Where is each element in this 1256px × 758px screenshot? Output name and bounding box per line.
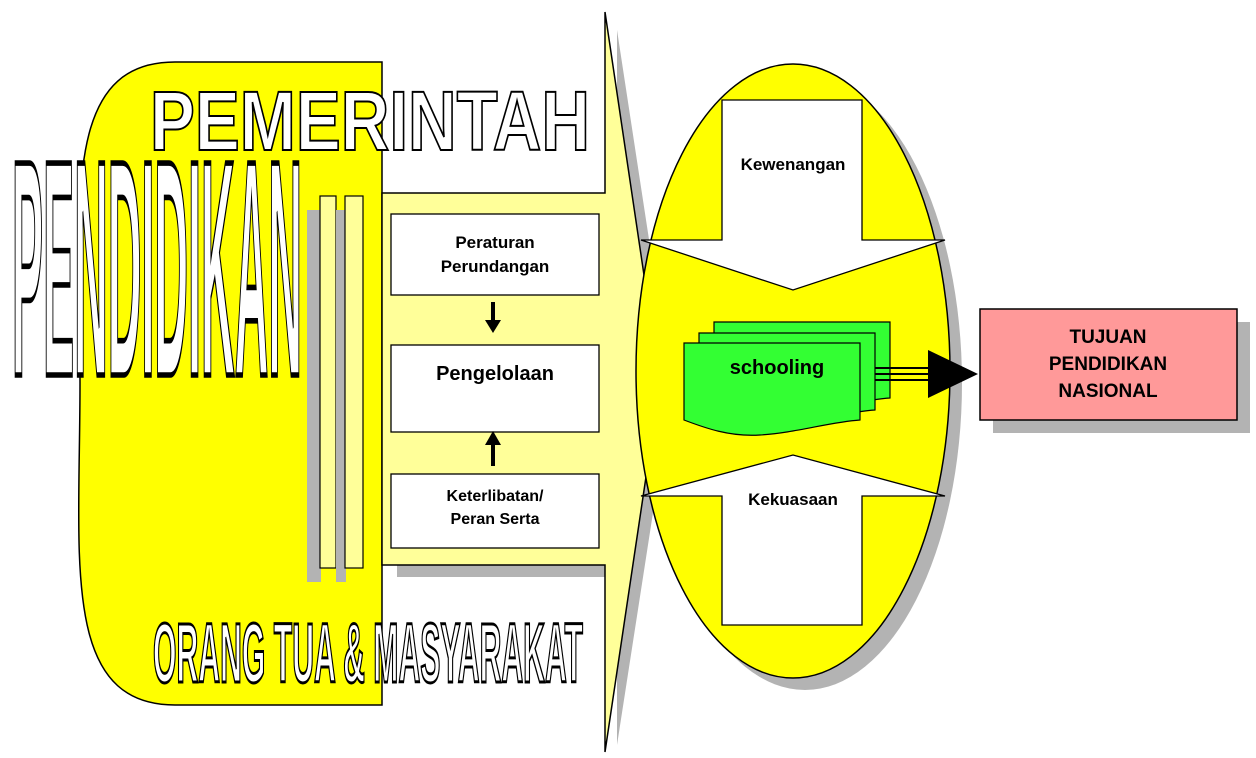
box-peraturan [390, 213, 600, 296]
box-keterlibatan [390, 473, 600, 549]
arrow-down-head [485, 320, 501, 333]
label-peraturan-2: Perundangan [441, 257, 550, 276]
goal-box [979, 308, 1238, 421]
label-peraturan-1: Peraturan [455, 233, 534, 252]
box-pengelolaan [390, 344, 600, 433]
label-tujuan-2: PENDIDIKAN [1049, 354, 1167, 375]
label-pengelolaan: Pengelolaan [436, 363, 554, 385]
arrow-up-head [485, 431, 501, 445]
label-kewenangan: Kewenangan [741, 155, 846, 174]
kewenangan-arrow [640, 99, 946, 291]
vertical-bar-shadow-2 [336, 210, 346, 582]
label-tujuan-3: NASIONAL [1058, 381, 1158, 402]
vertical-bar-1 [319, 195, 337, 569]
label-keterlibatan-2: Peran Serta [451, 511, 540, 528]
vertical-bar-shadow-1 [307, 210, 321, 582]
title-pendidikan: PENDIDIKAN [12, 98, 302, 442]
connector-arrow-head [928, 350, 978, 398]
title-orang-tua-masyarakat: ORANG TUA & MASYARAKAT [153, 607, 583, 701]
label-tujuan-1: TUJUAN [1069, 327, 1146, 348]
label-keterlibatan-1: Keterlibatan/ [447, 488, 544, 505]
yellow-background-shape [77, 61, 383, 706]
label-schooling: schooling [730, 357, 824, 379]
vertical-bar-2 [344, 195, 364, 569]
kekuasaan-arrow [640, 454, 946, 626]
label-kekuasaan: Kekuasaan [748, 490, 838, 509]
title-pemerintah: PEMERINTAH [150, 74, 590, 168]
schooling-doc-front [683, 342, 861, 436]
